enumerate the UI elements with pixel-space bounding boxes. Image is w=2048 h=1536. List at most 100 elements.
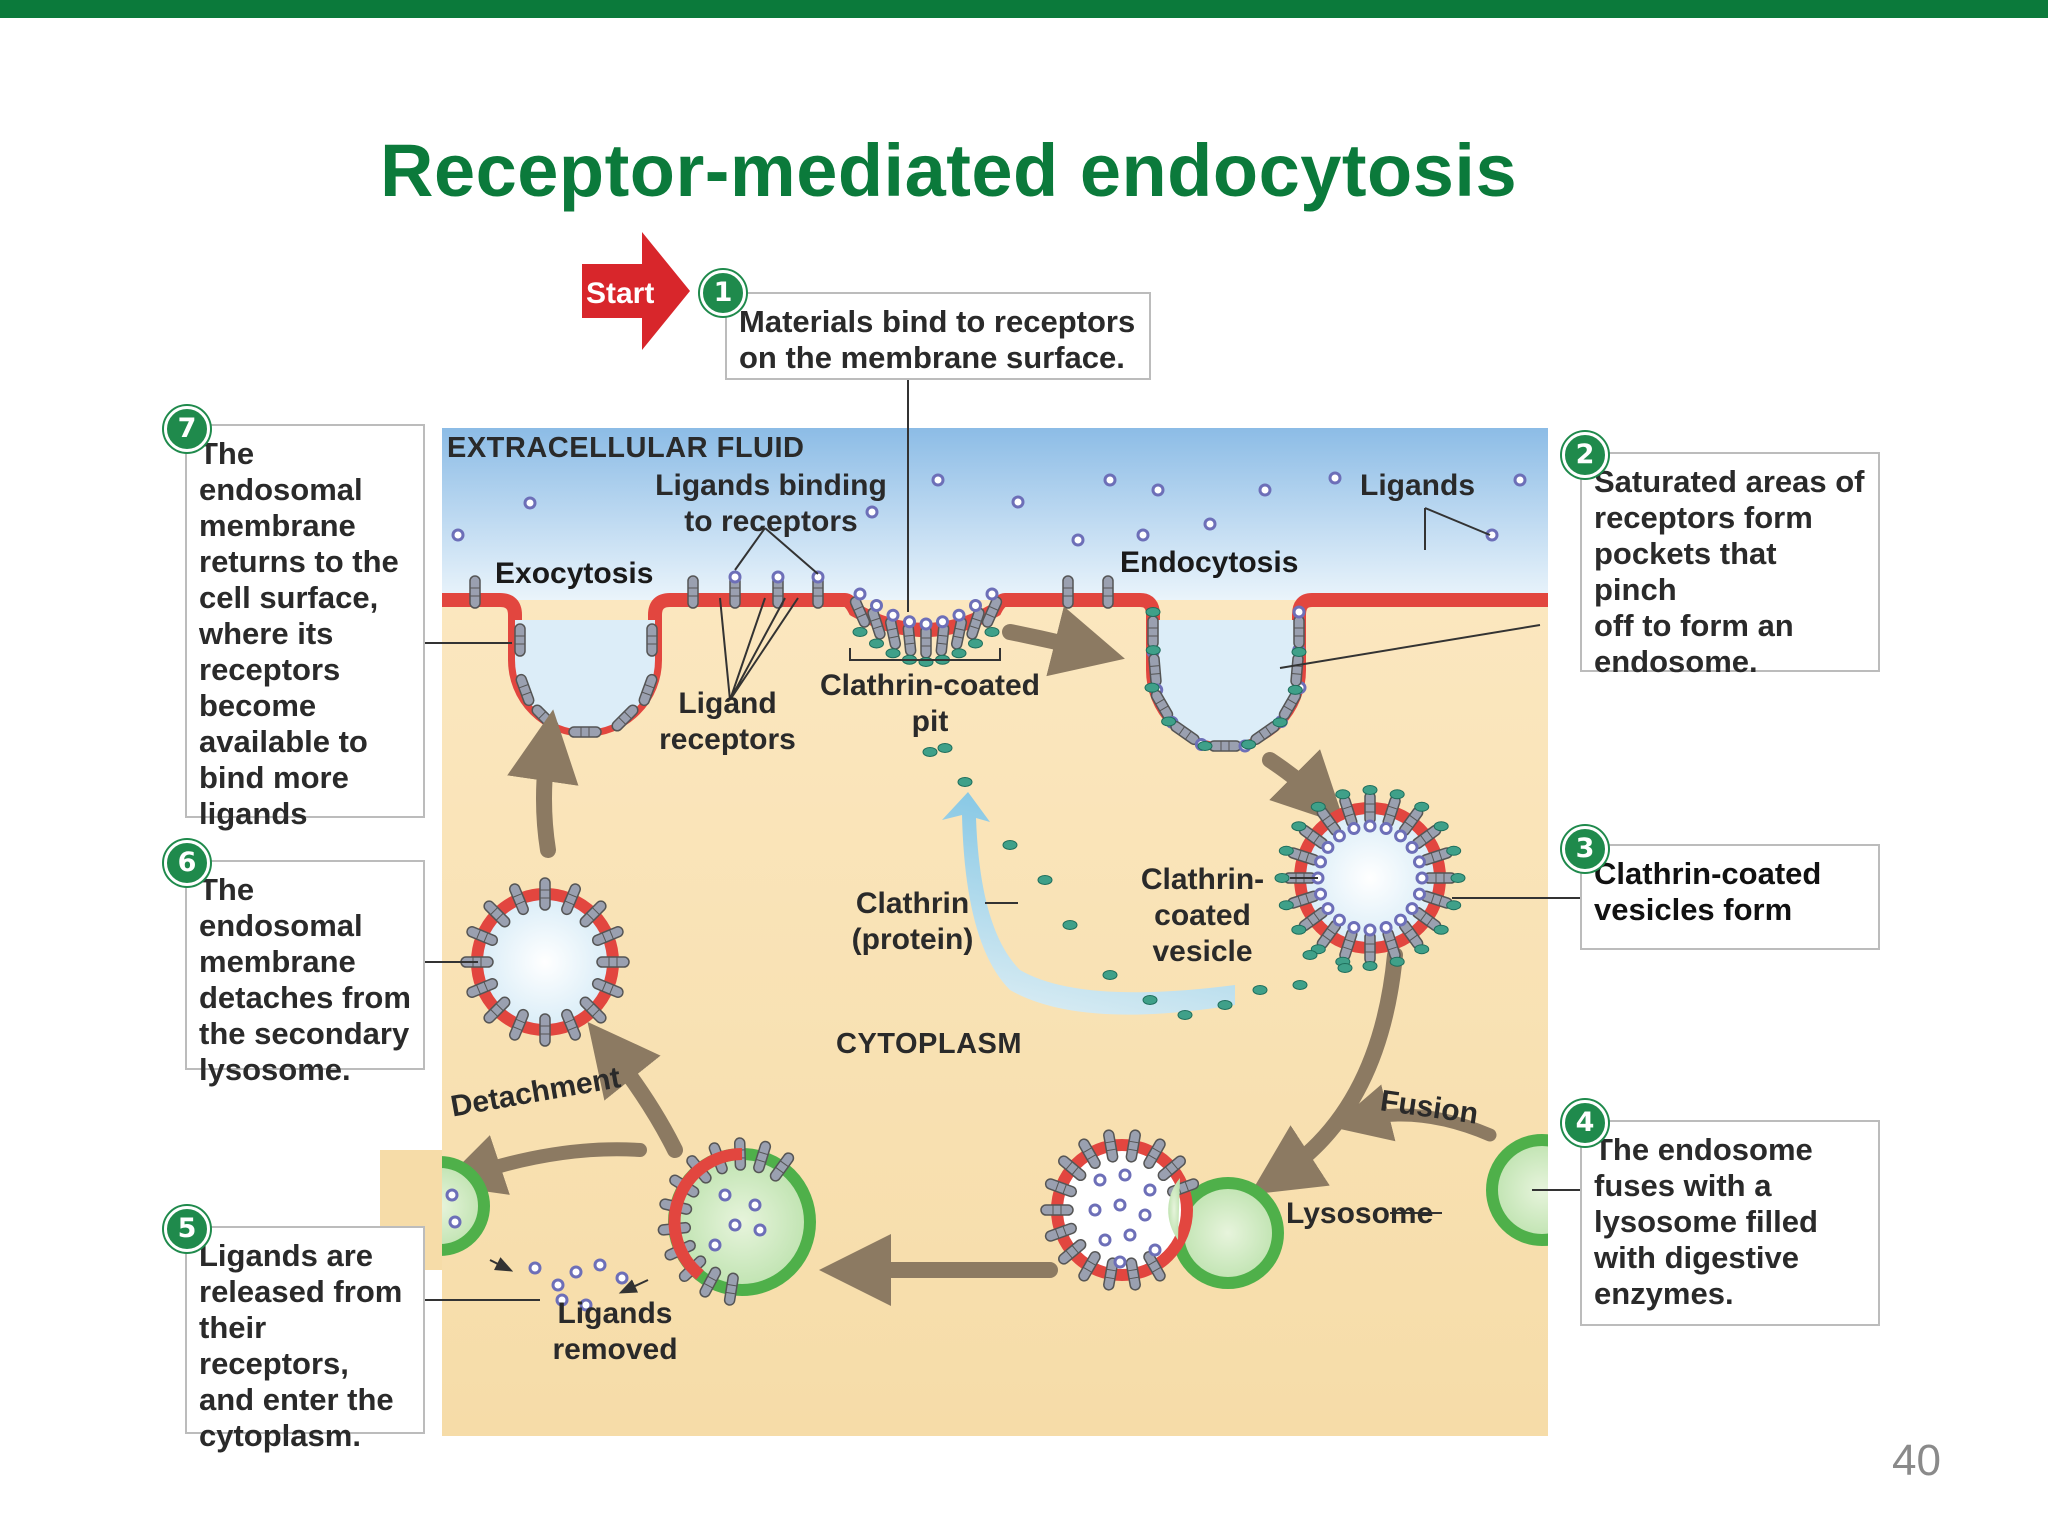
slide-title: Receptor-mediated endocytosis [380,129,1518,212]
ligand [1203,517,1217,531]
clathrin-coated-pit-label: Clathrin-coated pit [819,669,1041,738]
ligand [1258,483,1272,497]
clathrin-protein [937,743,953,753]
clathrin-protein [869,638,884,649]
ligand [1394,913,1408,927]
step-2-callout: Saturated areas of receptors form pocket… [1580,452,1880,679]
start-label: Start [586,277,655,310]
lysosome-fusion-structure [1040,1129,1284,1291]
clathrin-protein [1310,801,1326,812]
ligand [748,1198,762,1212]
clathrin-protein [1362,785,1378,795]
clathrin-protein [1450,873,1466,883]
ligand [1138,1208,1152,1222]
ligand [1332,913,1346,927]
ligand [728,570,742,584]
clathrin-protein [1414,801,1430,812]
ligand [853,587,867,601]
ligands [451,471,1527,1312]
clathrin-protein [1446,845,1462,856]
ligand [1292,605,1306,619]
step-1-text: Materials bind to receptors on the membr… [739,304,1136,375]
clathrin-protein [968,638,983,649]
receptor [966,607,985,640]
ligand [1314,855,1328,869]
ligand [936,615,949,629]
step-6-badge: 6 [164,840,210,886]
step-6-callout: The endosomal membrane detaches from the… [185,860,425,1087]
receptor [1290,653,1304,687]
receptor [483,900,511,928]
ligand [1405,902,1419,916]
endocytosis-label: Endocytosis [1120,546,1299,579]
ligand [1363,819,1377,833]
receptor [469,575,481,609]
receptor [1364,791,1376,825]
clathrin-protein [1062,920,1078,930]
clathrin-protein [1362,961,1378,971]
clathrin-protein [1102,970,1118,980]
receptor [591,978,624,998]
clathrin-protein [918,657,934,667]
clathrin-protein [1145,607,1161,617]
clathrin-protein [984,627,1000,637]
clathrin-protein [1274,873,1290,883]
clathrin-protein [1142,995,1158,1005]
ligand [1412,855,1426,869]
ligand [728,1218,742,1232]
ligand [523,496,537,510]
clathrin-protein [885,648,901,659]
receptor [483,996,511,1024]
ligand [903,615,916,629]
arrow-fusion [1331,1084,1497,1142]
ligand [1363,923,1377,937]
receptor [729,575,741,609]
ligand-release-structure [657,1137,816,1306]
ligand [1347,920,1361,934]
receptor [1062,575,1074,609]
step-4-callout: The endosome fuses with a lysosome fille… [1580,1120,1880,1326]
ligand [771,570,785,584]
receptor [1293,615,1305,649]
ligand [1151,483,1165,497]
clathrin-protein [1414,944,1430,955]
receptor [611,704,639,732]
ligand [1321,902,1335,916]
clathrin-protein [1145,645,1161,656]
clathrin-protein [1433,821,1449,832]
step-2-badge: 2 [1562,432,1608,478]
receptor [1364,931,1376,965]
ligand [445,1188,459,1202]
extracellular-fluid-label: EXTRACELLULAR FLUID [447,432,805,464]
clathrin-protein [1197,741,1213,751]
ligand [1098,1233,1112,1247]
receptor [769,1152,795,1182]
ligand [1011,495,1025,509]
clathrin-protein [1177,1010,1193,1020]
ligand [1148,1243,1162,1257]
step-3-callout: Clathrin-coated vesicles form [1580,844,1880,950]
clathrin-protein [1389,789,1405,800]
receptor [1208,740,1242,752]
ligand [1113,1255,1127,1269]
ligand [886,608,900,622]
clathrin-protein [1161,716,1177,727]
arrow-endosome-to-vesicle [1262,749,1346,826]
ligands-binding-label: Ligands binding to receptors [655,469,887,538]
page-number: 40 [1892,1436,1941,1485]
clathrin-protein [1292,980,1308,990]
clathrin-protein-label: Clathrin (protein) [851,887,974,956]
clathrin-proteins [922,743,1353,1020]
clathrin-protein [922,747,938,757]
clathrin-protein [1302,950,1318,960]
clathrin-protein [1335,789,1351,800]
receptor [699,1266,722,1298]
ligand [551,1278,565,1292]
receptor [466,926,499,946]
detached-endosomal-vesicle [460,877,630,1047]
clathrin-protein [1287,684,1303,695]
clathrin-protein [1002,840,1018,850]
receptor [723,1272,739,1306]
receptor [753,1140,772,1174]
receptor [1058,1238,1087,1265]
